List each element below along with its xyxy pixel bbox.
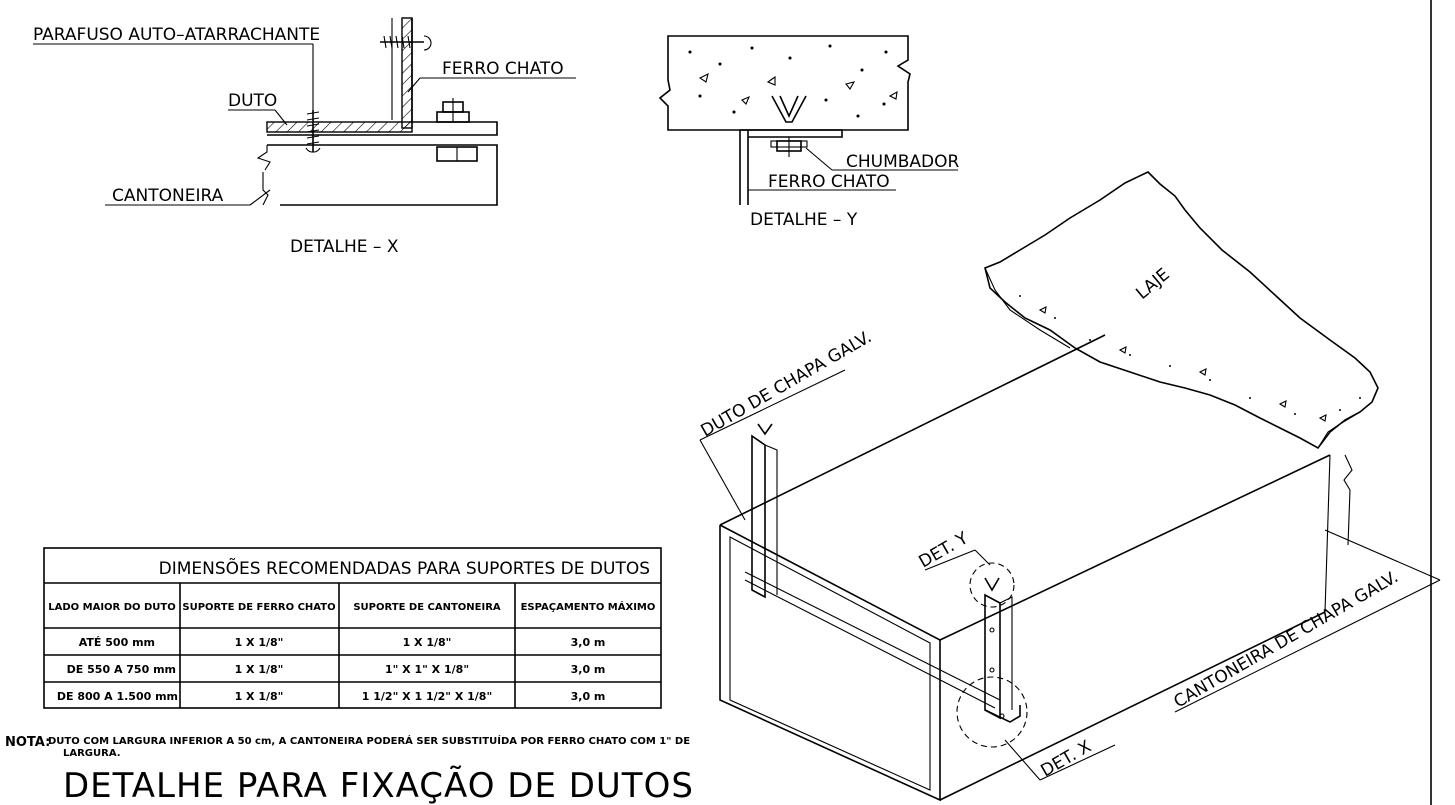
isometric-view: LAJE DUTO DE CHAPA GALV. DET. Y DET. X C… xyxy=(698,171,1441,802)
det-y-label: DET. Y xyxy=(916,528,973,572)
duct-top-back-edge xyxy=(719,334,1106,526)
table-cell: 1 X 1/8" xyxy=(403,636,452,649)
column-header: SUPORTE DE CANTONEIRA xyxy=(353,602,501,613)
table-cell: ATÉ 500 mm xyxy=(79,636,155,649)
note-lead: NOTA: xyxy=(5,735,50,750)
detail-x-title: DETALHE – X xyxy=(290,237,399,257)
table-cell: 1" X 1" X 1/8" xyxy=(385,663,469,676)
break-line xyxy=(1343,454,1353,546)
anchor-label: CHUMBADOR xyxy=(846,152,960,172)
det-x-circle xyxy=(956,676,1028,748)
dimensions-table: DIMENSÕES RECOMENDADAS PARA SUPORTES DE … xyxy=(43,547,662,709)
column-header: LADO MAIOR DO DUTO xyxy=(48,602,176,613)
table-cell: 1 1/2" X 1 1/2" X 1/8" xyxy=(362,690,492,703)
left-hanger xyxy=(751,434,766,599)
slab-outline xyxy=(984,171,1379,450)
detail-y-title: DETALHE – Y xyxy=(750,210,858,230)
detail-x: PARAFUSO AUTO–ATARRACHANTE DUTO FERRO CH… xyxy=(33,17,576,257)
duct-galv-label: DUTO DE CHAPA GALV. xyxy=(698,327,876,441)
sheet-title: DETALHE PARA FIXAÇÃO DE DUTOS xyxy=(63,766,694,805)
anchor-wedge xyxy=(771,95,807,123)
angle-body xyxy=(267,144,498,206)
flat-bar-label-y: FERRO CHATO xyxy=(768,172,890,192)
slab-texture xyxy=(1019,295,1361,422)
note-line-1: DUTO COM LARGURA INFERIOR A 50 cm, A CAN… xyxy=(48,734,690,747)
table-cell: 3,0 m xyxy=(571,636,606,649)
duct-label: DUTO xyxy=(228,91,277,111)
flat-bar-section xyxy=(401,17,413,129)
duct-wall-section xyxy=(266,121,413,133)
break-mark xyxy=(256,145,271,171)
flat-bar-label: FERRO CHATO xyxy=(442,59,564,79)
angle-galv-label: CANTONEIRA DE CHAPA GALV. xyxy=(1171,567,1402,712)
flat-bar xyxy=(739,129,843,205)
det-y-circle xyxy=(969,562,1015,608)
detail-y: CHUMBADOR FERRO CHATO DETALHE – Y xyxy=(658,35,960,230)
column-header: ESPAÇAMENTO MÁXIMO xyxy=(521,600,656,613)
table-cell: 3,0 m xyxy=(571,690,606,703)
concrete-texture xyxy=(688,44,898,118)
table-cell: 3,0 m xyxy=(571,663,606,676)
table-cell: 1 X 1/8" xyxy=(235,663,284,676)
screw-label: PARAFUSO AUTO–ATARRACHANTE xyxy=(33,25,320,45)
slab-label: LAJE xyxy=(1132,265,1173,304)
angle-label: CANTONEIRA xyxy=(112,186,224,206)
table-title: DIMENSÕES RECOMENDADAS PARA SUPORTES DE … xyxy=(159,557,650,579)
table-cell: DE 550 A 750 mm xyxy=(67,663,176,676)
column-header: SUPORTE DE FERRO CHATO xyxy=(182,602,335,613)
concrete-slab xyxy=(658,35,911,131)
det-x-label: DET. X xyxy=(1038,737,1096,782)
duct-front-face xyxy=(719,525,941,802)
note-line-2: LARGURA. xyxy=(63,748,121,759)
table-cell: DE 800 A 1.500 mm xyxy=(57,690,178,703)
table-cell: 1 X 1/8" xyxy=(235,636,284,649)
table-cell: 1 X 1/8" xyxy=(235,690,284,703)
